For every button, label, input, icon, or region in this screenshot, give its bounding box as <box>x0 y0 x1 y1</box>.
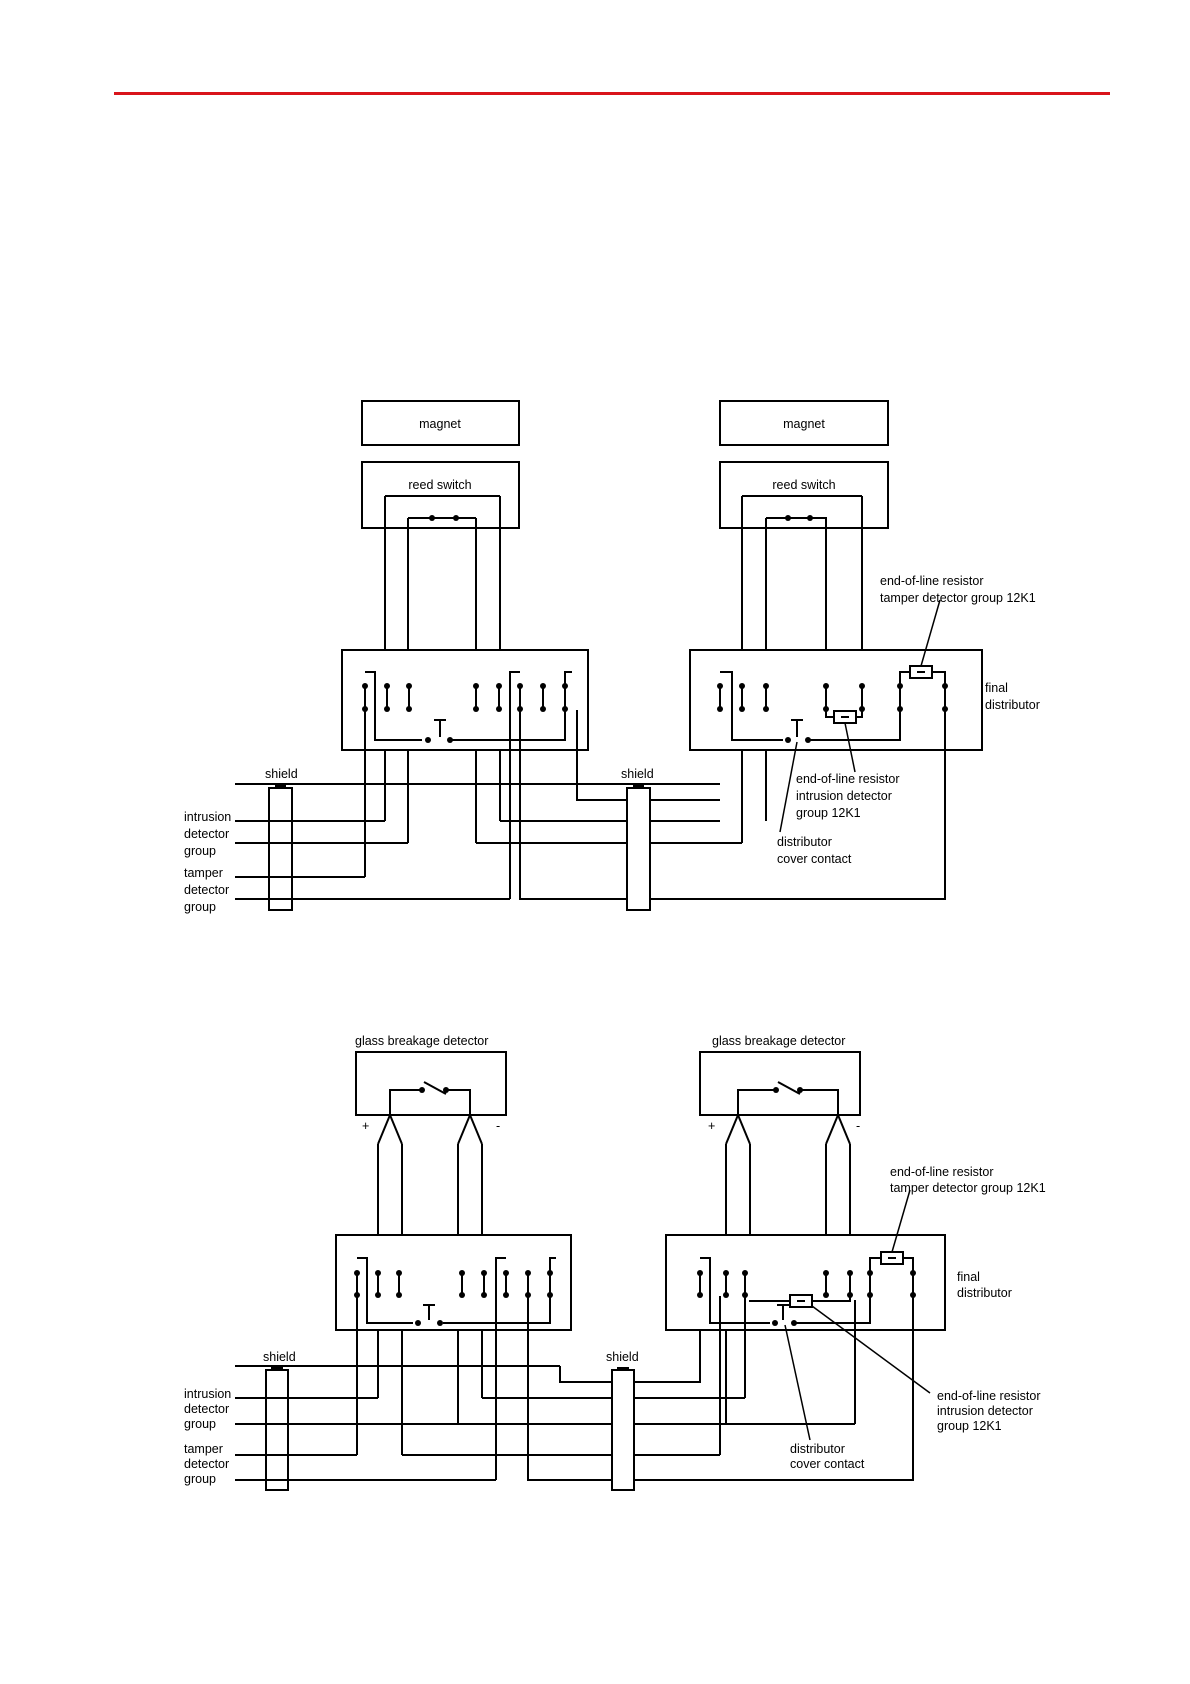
tamper-label-2c: group <box>184 1472 216 1486</box>
diagram-glass-breakage: glass breakage detector + - <box>184 1034 1046 1491</box>
distributor-box-left <box>341 649 589 751</box>
reed-switch-label-right: reed switch <box>772 478 835 492</box>
eol-tamper-label-2b: tamper detector group 12K1 <box>890 1181 1046 1195</box>
cover-contact-label-1a: distributor <box>777 835 832 849</box>
eol-intrusion-label-1b: intrusion detector <box>796 789 892 803</box>
magnet-label-right: magnet <box>783 417 825 431</box>
final-distributor-box <box>689 649 983 751</box>
plus-terminal-right: + <box>708 1119 715 1133</box>
shield-label-left: shield <box>265 767 298 781</box>
tamper-label-1b: detector <box>184 883 229 897</box>
intrusion-label-2a: intrusion <box>184 1387 231 1401</box>
cover-contact-label-2b: cover contact <box>790 1457 865 1471</box>
magnet-label-left: magnet <box>419 417 461 431</box>
magnet-box-right <box>719 400 889 446</box>
eol-tamper-label-1b: tamper detector group 12K1 <box>880 591 1036 605</box>
glass-detector-box-right <box>699 1051 861 1116</box>
shield-label-right: shield <box>621 767 654 781</box>
eol-tamper-label-1a: end-of-line resistor <box>880 574 984 588</box>
magnet-box-left <box>361 400 520 446</box>
eol-tamper-label-2a: end-of-line resistor <box>890 1165 994 1179</box>
header-rule <box>114 92 1110 95</box>
eol-intrusion-label-2a: end-of-line resistor <box>937 1389 1041 1403</box>
cover-contact-label-1b: cover contact <box>777 852 852 866</box>
final-distributor-box-2 <box>665 1234 946 1331</box>
distributor-box-left-2 <box>335 1234 572 1331</box>
cover-contact-label-2a: distributor <box>790 1442 845 1456</box>
final-distributor-label-2b: distributor <box>957 1286 1012 1300</box>
intrusion-label-1b: detector <box>184 827 229 841</box>
tamper-label-1c: group <box>184 900 216 914</box>
tamper-label-1a: tamper <box>184 866 223 880</box>
intrusion-label-1a: intrusion <box>184 810 231 824</box>
eol-intrusion-label-2b: intrusion detector <box>937 1404 1033 1418</box>
glass-detector-box-left <box>355 1051 507 1116</box>
minus-terminal-right: - <box>856 1119 860 1133</box>
final-distributor-label-1b: distributor <box>985 698 1040 712</box>
shield-label-right-2: shield <box>606 1350 639 1364</box>
eol-intrusion-label-1a: end-of-line resistor <box>796 772 900 786</box>
diagram-reed-switch: magnet reed switch <box>184 400 1040 914</box>
plus-terminal-left: + <box>362 1119 369 1133</box>
final-distributor-label-1a: final <box>985 681 1008 695</box>
intrusion-label-2c: group <box>184 1417 216 1431</box>
eol-intrusion-label-2c: group 12K1 <box>937 1419 1002 1433</box>
glass-detector-label-left: glass breakage detector <box>355 1034 488 1048</box>
reed-switch-label-left: reed switch <box>408 478 471 492</box>
shield-label-left-2: shield <box>263 1350 296 1364</box>
eol-intrusion-label-1c: group 12K1 <box>796 806 861 820</box>
glass-detector-label-right: glass breakage detector <box>712 1034 845 1048</box>
final-distributor-label-2a: final <box>957 1270 980 1284</box>
intrusion-label-2b: detector <box>184 1402 229 1416</box>
intrusion-label-1c: group <box>184 844 216 858</box>
minus-terminal-left: - <box>496 1119 500 1133</box>
tamper-label-2b: detector <box>184 1457 229 1471</box>
tamper-label-2a: tamper <box>184 1442 223 1456</box>
